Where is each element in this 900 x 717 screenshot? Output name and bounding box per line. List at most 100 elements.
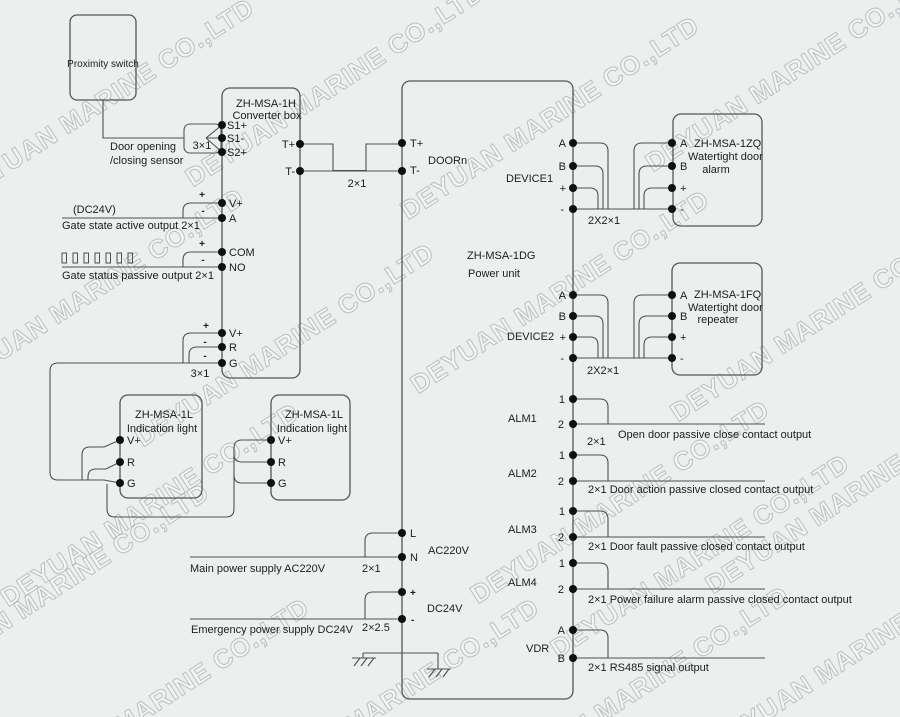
alarm-terminal-plus: + xyxy=(680,183,686,195)
pu-dc-label: DC24V xyxy=(427,603,463,615)
repeater-terminal-plus: + xyxy=(680,332,686,344)
light1-terminal-vp: V+ xyxy=(127,435,141,447)
pu-model: ZH-MSA-1DG xyxy=(467,250,535,262)
vdr-wires xyxy=(573,629,765,659)
alm4-wires xyxy=(573,562,765,590)
gate-status-terminal-no: NO xyxy=(229,262,246,274)
indication-light-1-box xyxy=(119,394,203,499)
emergency-power-wires xyxy=(190,591,402,620)
watertight-door-alarm-box xyxy=(672,113,763,227)
device2-cable-label: 2X2×1 xyxy=(587,365,619,377)
proximity-switch-title: Proximity switch xyxy=(67,59,139,70)
vdr-terminal-a: A xyxy=(558,625,566,637)
alm4-terminal-2: 2 xyxy=(558,584,564,596)
light-out-terminal-g: G xyxy=(229,358,238,370)
light2-terminal-vp: V+ xyxy=(278,435,292,447)
pu-terminal-l: L xyxy=(410,528,416,540)
alarm-model: ZH-MSA-1ZQ xyxy=(694,138,762,150)
wires xyxy=(49,100,765,669)
ground-symbol-left xyxy=(352,657,376,667)
alm4-label: ALM4 xyxy=(508,577,537,589)
alarm-name-line1: Watertight door xyxy=(688,151,763,163)
power-unit-box xyxy=(401,80,574,700)
alm3-caption: 2×1 Door fault passive closed contact ou… xyxy=(588,541,805,553)
vdr-label: VDR xyxy=(526,643,549,655)
pu-ac-label: AC220V xyxy=(428,545,470,557)
alm1-caption: Open door passive close contact output xyxy=(618,429,811,441)
pu-terminal-n: N xyxy=(410,552,418,564)
repeater-name-line2: repeater xyxy=(698,314,739,326)
passive-contact-symbols xyxy=(61,252,133,264)
gate-status-sign-minus: - xyxy=(201,255,204,266)
converter-model: ZH-MSA-1H xyxy=(236,98,296,110)
terminal-s2p: S2+ xyxy=(227,147,247,159)
light2-model: ZH-MSA-1L xyxy=(285,409,343,421)
gate-status-wires xyxy=(62,251,222,268)
alm3-terminal-1: 1 xyxy=(559,506,565,518)
alm4-terminal-1: 1 xyxy=(559,558,565,570)
main-power-caption: Main power supply AC220V xyxy=(190,563,326,575)
gate-state-caption: Gate state active output 2×1 xyxy=(62,220,200,232)
light2-terminal-r: R xyxy=(278,457,286,469)
alm3-wires xyxy=(573,510,765,538)
light-out-sign-minus1: - xyxy=(203,337,206,348)
gate-state-terminal-vp: V+ xyxy=(229,198,243,210)
gate-state-wires xyxy=(62,202,222,219)
device1-terminal-plus: + xyxy=(560,183,566,195)
alarm-terminal-minus: - xyxy=(680,204,684,216)
gate-state-voltage: (DC24V) xyxy=(73,204,116,216)
t-pair-cable-label: 2×1 xyxy=(348,178,367,190)
repeater-terminal-b: B xyxy=(680,311,687,323)
ground-symbol-right xyxy=(427,668,451,678)
pu-terminal-dc-minus: - xyxy=(411,615,414,626)
repeater-name-line1: Watertight door xyxy=(688,302,763,314)
gate-status-terminal-com: COM xyxy=(229,247,255,259)
light-out-sign-plus: + xyxy=(203,321,209,332)
alarm-terminal-b: B xyxy=(680,161,687,173)
light1-model: ZH-MSA-1L xyxy=(135,409,193,421)
main-power-wires xyxy=(190,532,402,558)
device2-terminal-plus: + xyxy=(560,332,566,344)
ground-wires xyxy=(362,652,439,669)
t-pair-wires xyxy=(300,143,402,172)
vdr-terminal-b: B xyxy=(558,653,565,665)
device2-terminal-b: B xyxy=(559,311,566,323)
alm2-label: ALM2 xyxy=(508,468,537,480)
light1-terminal-r: R xyxy=(127,457,135,469)
pu-terminal-tm: T- xyxy=(410,165,420,177)
light2-terminal-g: G xyxy=(278,478,287,490)
gate-status-sign-plus: + xyxy=(199,239,205,250)
proximity-wire xyxy=(102,100,184,139)
light-out-terminal-r: R xyxy=(229,342,237,354)
device2-wires xyxy=(573,294,672,359)
alm2-wires xyxy=(573,454,765,482)
device2-terminal-a: A xyxy=(559,290,567,302)
converter-terminal-tm: T- xyxy=(285,166,295,178)
alm1-cable-label: 2×1 xyxy=(587,436,606,448)
pu-terminal-dc-plus: + xyxy=(410,588,416,599)
alm4-caption: 2×1 Power failure alarm passive closed c… xyxy=(588,594,852,606)
pu-doorn-label: DOORn xyxy=(428,155,467,167)
light-out-terminal-vp: V+ xyxy=(229,328,243,340)
converter-terminal-tp: T+ xyxy=(282,139,295,151)
alm1-terminal-2: 2 xyxy=(558,419,564,431)
light2-name: Indication light xyxy=(277,423,347,435)
alm3-terminal-2: 2 xyxy=(558,532,564,544)
light-out-sign-minus2: - xyxy=(203,351,206,362)
terminal-s1p: S1+ xyxy=(227,120,247,132)
light1-terminal-g: G xyxy=(127,478,136,490)
alarm-terminal-a: A xyxy=(680,138,688,150)
light-harness-wires xyxy=(49,332,222,484)
light1-feed-wires xyxy=(81,439,121,480)
converter-box xyxy=(221,87,301,379)
alm2-terminal-2: 2 xyxy=(558,476,564,488)
device2-terminal-minus: - xyxy=(560,353,564,365)
emergency-power-caption: Emergency power supply DC24V xyxy=(191,624,354,636)
sensor-cable-label: 3×1 xyxy=(193,140,212,152)
terminal-s1m: S1- xyxy=(227,133,244,145)
repeater-terminal-a: A xyxy=(680,290,688,302)
emergency-power-cable: 2×2.5 xyxy=(362,622,390,634)
vdr-caption: 2×1 RS485 signal output xyxy=(588,662,709,674)
alm1-label: ALM1 xyxy=(508,413,537,425)
